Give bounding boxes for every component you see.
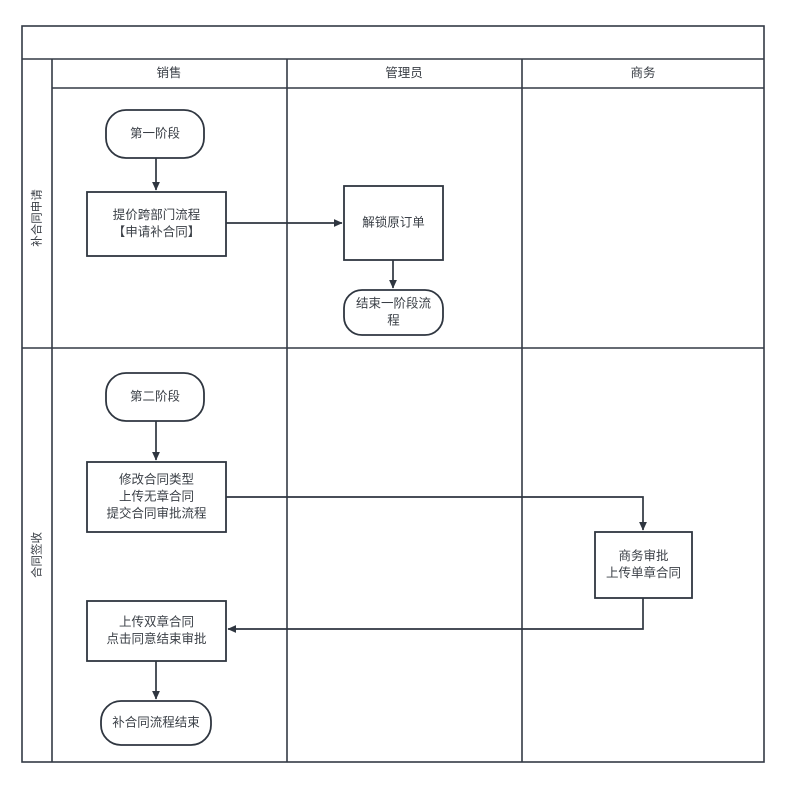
phase-2-start-node[interactable]: 第二阶段: [105, 372, 205, 422]
modify-contract-type-upload-unsealed-submit-approval-node-label-line-2: 上传无章合同: [119, 489, 194, 504]
lane-label-lane-sign: 合同签收: [30, 532, 44, 578]
raise-price-cross-department-process-node-label-line-1: 提价跨部门流程: [113, 207, 201, 222]
unlock-original-order-node-shape: [343, 185, 444, 261]
modify-contract-type-upload-unsealed-submit-approval-node-label-line-3: 提交合同审批流程: [106, 506, 207, 521]
business-approval-upload-single-seal-contract-node-shape: [594, 531, 693, 599]
column-header-col-sales: 销售: [156, 65, 181, 80]
phase-2-start-node-shape: [105, 372, 205, 422]
raise-price-cross-department-process-node[interactable]: 提价跨部门流程【申请补合同】: [86, 191, 227, 257]
business-approval-upload-single-seal-contract-node-label-line-1: 商务审批: [618, 548, 668, 563]
connector-business-approval-to-upload-dual-seal: [227, 598, 644, 633]
swimlane-structure: [21, 25, 765, 763]
end-supplementary-contract-process-node-label-line-1: 补合同流程结束: [112, 715, 200, 730]
unlock-original-order-node-label-line-1: 解锁原订单: [362, 215, 425, 230]
end-supplementary-contract-process-node[interactable]: 补合同流程结束: [100, 700, 212, 746]
phase-1-start-node-label-line-1: 第一阶段: [130, 126, 180, 141]
end-phase-1-process-node-label-line-1: 结束一阶段流: [356, 296, 432, 311]
end-supplementary-contract-process-node-shape: [100, 700, 212, 746]
column-headers: 销售 管理员 商务: [156, 65, 655, 80]
upload-dual-seal-contract-agree-end-approval-node-shape: [86, 600, 227, 662]
unlock-original-order-node[interactable]: 解锁原订单: [343, 185, 444, 261]
business-approval-upload-single-seal-contract-node-label-line-2: 上传单章合同: [606, 565, 681, 580]
modify-contract-type-upload-unsealed-submit-approval-node-label-line-1: 修改合同类型: [119, 472, 194, 487]
swimlane-outer-frame: [21, 25, 765, 763]
connector-modify-contract-to-business-approval: [226, 496, 647, 531]
end-phase-1-process-node-shape: [343, 289, 444, 336]
phase-1-start-node-shape: [105, 109, 205, 159]
upload-dual-seal-contract-agree-end-approval-node-label-line-1: 上传双章合同: [119, 614, 194, 629]
raise-price-cross-department-process-node-label-line-2: 【申请补合同】: [113, 224, 201, 239]
modify-contract-type-upload-unsealed-submit-approval-node-shape: [86, 461, 227, 533]
phase-2-start-node-label-line-1: 第二阶段: [130, 389, 180, 404]
connectors-layer: [152, 158, 647, 700]
phase-1-start-node[interactable]: 第一阶段: [105, 109, 205, 159]
column-header-col-business: 商务: [630, 65, 655, 80]
raise-price-cross-department-process-node-shape: [86, 191, 227, 257]
end-phase-1-process-node-label-line-2: 程: [387, 313, 400, 328]
upload-dual-seal-contract-agree-end-approval-node-label-line-2: 点击同意结束审批: [106, 631, 206, 646]
column-header-col-admin: 管理员: [385, 65, 423, 80]
lane-label-lane-apply: 补合同申请: [30, 189, 44, 247]
